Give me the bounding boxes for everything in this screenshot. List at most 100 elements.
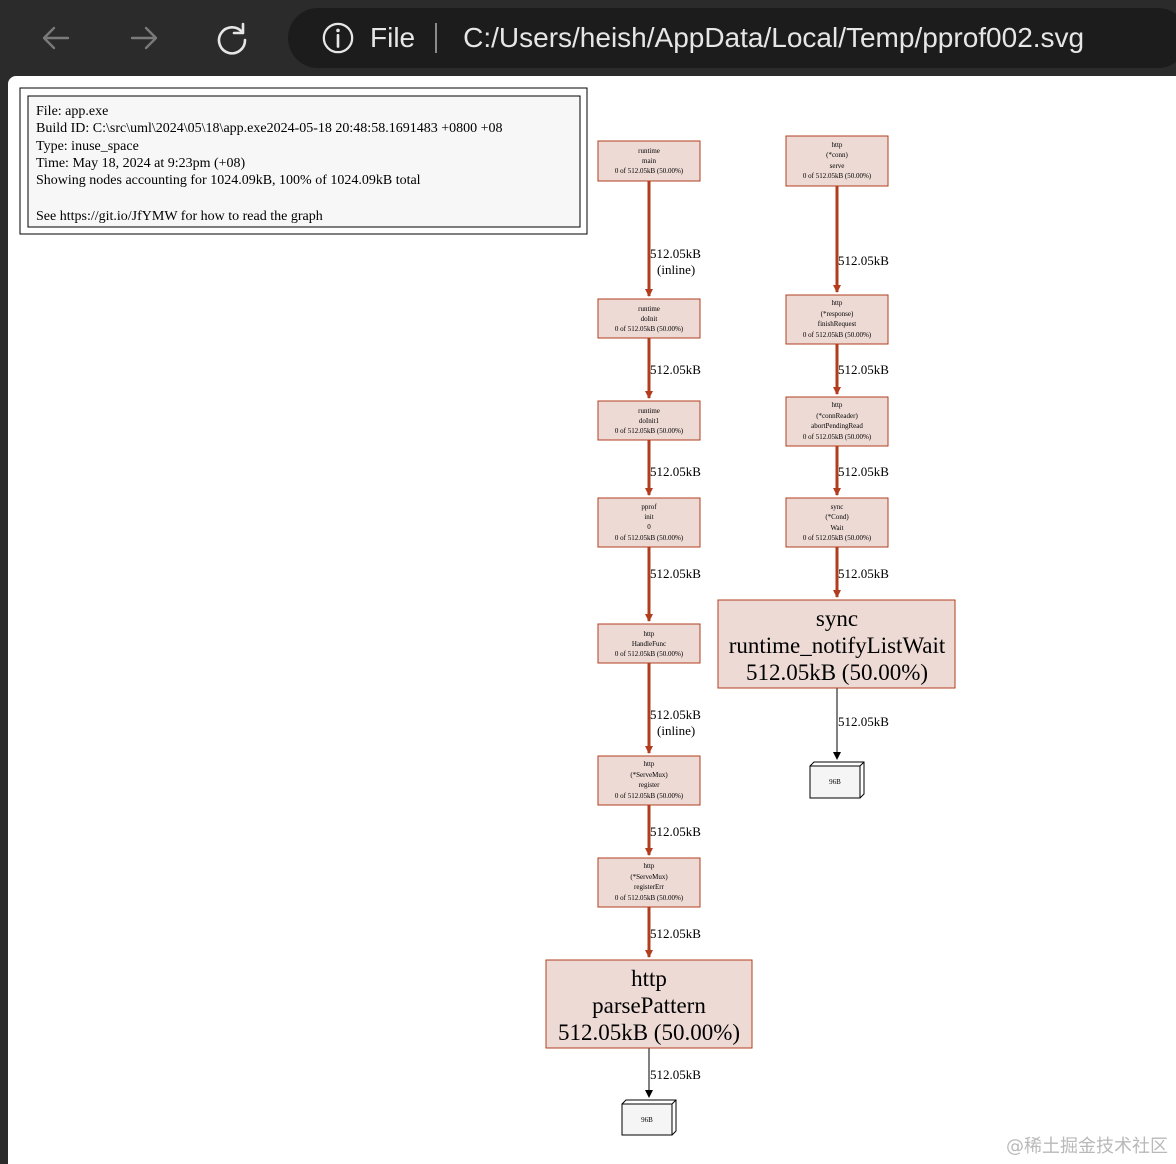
edge-finishrequest-abort[interactable]: 512.05kB	[833, 344, 889, 395]
svg-text:(*ServeMux): (*ServeMux)	[630, 771, 668, 779]
svg-text:runtime: runtime	[638, 305, 660, 313]
edge-main-doinit[interactable]: 512.05kB (inline)	[645, 181, 701, 297]
svg-text:512.05kB: 512.05kB	[838, 362, 889, 377]
svg-text:512.05kB: 512.05kB	[650, 707, 701, 722]
node-alloc-96b-left[interactable]: 96B	[621, 1099, 677, 1136]
svg-text:96B: 96B	[641, 1116, 653, 1124]
edge-parsepattern-96b[interactable]: 512.05kB	[645, 1048, 701, 1098]
svg-text:http: http	[832, 401, 843, 409]
svg-text:512.05kB: 512.05kB	[650, 464, 701, 479]
edge-serve-finishrequest[interactable]: 512.05kB	[833, 186, 889, 293]
svg-text:(*connReader): (*connReader)	[816, 412, 858, 420]
edge-registererr-parsepattern[interactable]: 512.05kB	[645, 907, 701, 958]
legend-line: Build ID: C:\src\uml\2024\05\18\app.exe2…	[36, 121, 502, 136]
svg-text:(*response): (*response)	[821, 310, 854, 318]
svg-text:init: init	[644, 513, 653, 521]
node-pprof-init[interactable]: pprof init 0 0 of 512.05kB (50.00%)	[597, 497, 701, 548]
svg-text:http: http	[832, 141, 843, 149]
legend-box: File: app.exe Build ID: C:\src\uml\2024\…	[19, 87, 588, 235]
address-bar[interactable]: File C:/Users/heish/AppData/Local/Temp/p…	[288, 8, 1176, 68]
svg-text:doInit1: doInit1	[639, 417, 660, 425]
svg-text:HandleFunc: HandleFunc	[632, 640, 666, 648]
node-http-response-finishrequest[interactable]: http (*response) finishRequest 0 of 512.…	[785, 294, 889, 345]
svg-text:0: 0	[647, 523, 651, 531]
edge-doinit-doinit1[interactable]: 512.05kB	[645, 338, 701, 399]
svg-text:http: http	[644, 862, 655, 870]
svg-text:0 of 512.05kB (50.00%): 0 of 512.05kB (50.00%)	[803, 172, 872, 180]
svg-text:http: http	[644, 630, 655, 638]
node-http-parsepattern[interactable]: http parsePattern 512.05kB (50.00%)	[545, 959, 753, 1049]
legend-line: Type: inuse_space	[36, 139, 139, 154]
svg-text:main: main	[642, 157, 656, 165]
svg-text:http: http	[832, 299, 843, 307]
edge-condwait-notify[interactable]: 512.05kB	[833, 547, 889, 598]
browser-toolbar: File C:/Users/heish/AppData/Local/Temp/p…	[0, 0, 1176, 76]
node-http-servemux-registererr[interactable]: http (*ServeMux) registerErr 0 of 512.05…	[597, 857, 701, 908]
svg-text:512.05kB: 512.05kB	[650, 246, 701, 261]
back-button[interactable]	[30, 12, 82, 64]
svg-text:sync: sync	[816, 606, 858, 631]
edge-notify-96b[interactable]: 512.05kB	[833, 688, 889, 760]
svg-text:(*conn): (*conn)	[826, 151, 848, 159]
svg-text:(*Cond): (*Cond)	[825, 513, 849, 521]
svg-text:0 of 512.05kB (50.00%): 0 of 512.05kB (50.00%)	[803, 331, 872, 339]
legend-line: Time: May 18, 2024 at 9:23pm (+08)	[36, 156, 246, 171]
svg-text:parsePattern: parsePattern	[592, 993, 706, 1018]
edge-register-registererr[interactable]: 512.05kB	[645, 805, 701, 856]
refresh-button[interactable]	[206, 12, 258, 64]
call-graph: File: app.exe Build ID: C:\src\uml\2024\…	[19, 87, 956, 1136]
back-arrow-icon	[42, 26, 70, 50]
svg-text:512.05kB: 512.05kB	[838, 714, 889, 729]
node-http-connreader-abortpendingread[interactable]: http (*connReader) abortPendingRead 0 of…	[785, 396, 889, 447]
svg-text:finishRequest: finishRequest	[818, 320, 857, 328]
node-runtime-main[interactable]: runtime main 0 of 512.05kB (50.00%)	[597, 140, 701, 182]
svg-text:0 of 512.05kB (50.00%): 0 of 512.05kB (50.00%)	[615, 325, 684, 333]
edge-abort-condwait[interactable]: 512.05kB	[833, 446, 889, 496]
svg-text:0 of 512.05kB (50.00%): 0 of 512.05kB (50.00%)	[615, 792, 684, 800]
svg-text:0 of 512.05kB (50.00%): 0 of 512.05kB (50.00%)	[803, 433, 872, 441]
svg-text:512.05kB: 512.05kB	[650, 926, 701, 941]
svg-text:http: http	[631, 966, 667, 991]
info-icon[interactable]	[320, 20, 356, 56]
svg-text:512.05kB: 512.05kB	[650, 1067, 701, 1082]
svg-text:0 of 512.05kB (50.00%): 0 of 512.05kB (50.00%)	[615, 894, 684, 902]
svg-text:(inline): (inline)	[657, 723, 695, 738]
node-runtime-doinit1[interactable]: runtime doInit1 0 of 512.05kB (50.00%)	[597, 400, 701, 441]
legend-line: Showing nodes accounting for 1024.09kB, …	[36, 173, 421, 188]
svg-text:registerErr: registerErr	[634, 883, 665, 891]
node-sync-notifylistwait[interactable]: sync runtime_notifyListWait 512.05kB (50…	[717, 599, 956, 689]
svg-text:512.05kB: 512.05kB	[838, 566, 889, 581]
svg-text:512.05kB: 512.05kB	[838, 253, 889, 268]
legend-line: See https://git.io/JfYMW for how to read…	[36, 209, 323, 224]
forward-button[interactable]	[118, 12, 170, 64]
page-content: File: app.exe Build ID: C:\src\uml\2024\…	[8, 76, 1176, 1164]
svg-text:Wait: Wait	[830, 524, 843, 532]
edge-pprofinit-handlefunc[interactable]: 512.05kB	[645, 547, 701, 622]
node-http-conn-serve[interactable]: http (*conn) serve 0 of 512.05kB (50.00%…	[785, 135, 889, 187]
svg-text:512.05kB: 512.05kB	[650, 824, 701, 839]
node-sync-cond-wait[interactable]: sync (*Cond) Wait 0 of 512.05kB (50.00%)	[785, 497, 889, 548]
address-divider	[435, 23, 438, 53]
edge-doinit1-pprofinit[interactable]: 512.05kB	[645, 440, 701, 496]
node-runtime-doinit[interactable]: runtime doInit 0 of 512.05kB (50.00%)	[597, 298, 701, 339]
svg-text:sync: sync	[831, 503, 844, 511]
svg-text:96B: 96B	[829, 778, 841, 786]
legend-line: File: app.exe	[36, 104, 108, 119]
node-http-handlefunc[interactable]: http HandleFunc 0 of 512.05kB (50.00%)	[597, 623, 701, 664]
scheme-label: File	[370, 22, 416, 53]
node-http-servemux-register[interactable]: http (*ServeMux) register 0 of 512.05kB …	[597, 755, 701, 806]
edge-handlefunc-register[interactable]: 512.05kB (inline)	[645, 663, 701, 754]
node-alloc-96b-right[interactable]: 96B	[809, 761, 865, 799]
svg-text:abortPendingRead: abortPendingRead	[811, 422, 863, 430]
svg-text:serve: serve	[830, 162, 845, 170]
svg-text:runtime_notifyListWait: runtime_notifyListWait	[729, 633, 946, 658]
svg-text:0 of 512.05kB (50.00%): 0 of 512.05kB (50.00%)	[615, 534, 684, 542]
svg-text:0 of 512.05kB (50.00%): 0 of 512.05kB (50.00%)	[615, 167, 684, 175]
svg-text:register: register	[639, 781, 661, 789]
svg-text:pprof: pprof	[641, 503, 657, 511]
svg-text:512.05kB: 512.05kB	[838, 464, 889, 479]
url-text[interactable]: C:/Users/heish/AppData/Local/Temp/pprof0…	[463, 22, 1085, 53]
svg-text:512.05kB (50.00%): 512.05kB (50.00%)	[746, 660, 928, 685]
svg-text:http: http	[644, 760, 655, 768]
refresh-icon	[217, 22, 247, 55]
